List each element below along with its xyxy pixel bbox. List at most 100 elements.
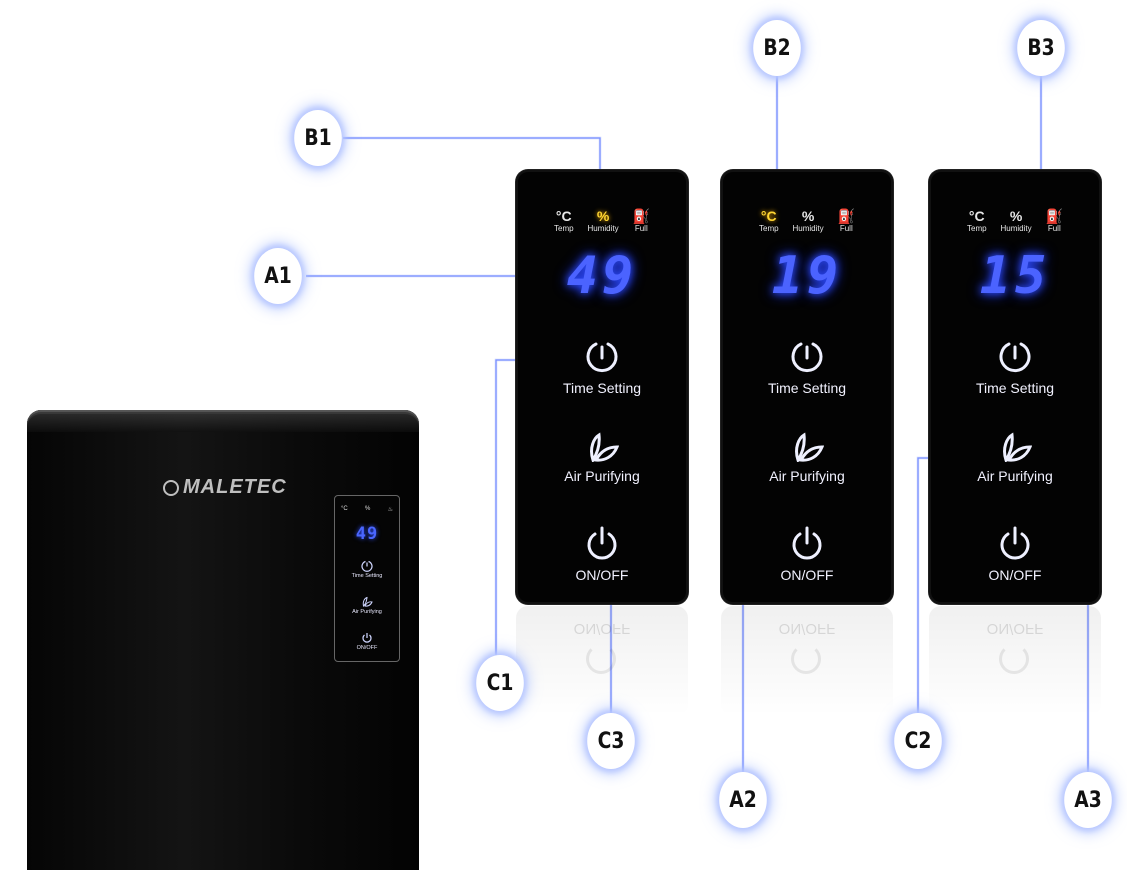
water-tank-icon: ⛽ [1045, 208, 1063, 224]
air-purifying-label: Air Purifying [977, 468, 1053, 484]
panel-reflection: ON/OFF [721, 606, 893, 716]
indicator-full: ⛽ Full [1046, 208, 1063, 233]
full-label: Full [634, 224, 648, 233]
brand-logo: MALETEC [163, 476, 287, 499]
temp-symbol: °C [760, 208, 777, 224]
leaf-icon [795, 432, 824, 462]
mini-display: 49 [355, 524, 379, 544]
mini-indicators: °C % ♨ [341, 506, 393, 513]
mini-humidity-symbol: % [365, 506, 371, 512]
indicator-temp: °C Temp [967, 208, 987, 233]
mini-leaf-icon [362, 596, 373, 608]
time-setting-label: Time Setting [975, 380, 1055, 396]
power-icon [792, 526, 822, 560]
indicator-row: °C Temp % Humidity ⛽ Full [967, 208, 1063, 233]
temp-label: Temp [967, 224, 987, 233]
mini-time-label: Time Setting [351, 573, 383, 579]
callout-b1: B1 [294, 110, 342, 166]
indicator-humidity: % Humidity [1001, 208, 1032, 233]
time-setting-button[interactable]: Time Setting [929, 338, 1101, 396]
callout-c3: C3 [587, 713, 635, 769]
indicator-humidity: % Humidity [793, 208, 824, 233]
callout-c2: C2 [894, 713, 942, 769]
mini-temp-symbol: °C [341, 506, 348, 512]
temp-symbol: °C [555, 208, 572, 224]
panel-reflection: ON/OFF [929, 606, 1101, 716]
time-setting-button[interactable]: Time Setting [721, 338, 893, 396]
mini-power-button[interactable]: ON/OFF [335, 632, 399, 651]
reflection-power-icon [586, 644, 616, 674]
indicator-temp: °C Temp [554, 208, 574, 233]
air-purifying-button[interactable]: Air Purifying [721, 432, 893, 484]
mini-time-button[interactable]: Time Setting [335, 560, 399, 579]
humidity-symbol: % [801, 208, 815, 224]
brand-mark-icon [163, 479, 179, 496]
temp-label: Temp [554, 224, 574, 233]
temp-label: Temp [759, 224, 779, 233]
dehumidifier-body: MALETEC °C % ♨ 49 Time Setting Air Purif… [27, 410, 419, 870]
time-setting-label: Time Setting [562, 380, 642, 396]
full-label: Full [1047, 224, 1061, 233]
indicator-row: °C Temp % Humidity ⛽ Full [554, 208, 650, 233]
humidity-symbol: % [1009, 208, 1023, 224]
water-tank-icon: ⛽ [632, 208, 650, 224]
digital-display: 15 [979, 246, 1051, 306]
timer-icon [586, 342, 618, 373]
power-icon [1000, 526, 1030, 560]
power-button[interactable]: ON/OFF [516, 525, 688, 583]
callout-c1: C1 [476, 655, 524, 711]
callout-a1: A1 [254, 248, 302, 304]
air-purifying-button[interactable]: Air Purifying [516, 432, 688, 484]
timer-icon [791, 342, 823, 373]
humidity-label: Humidity [1000, 224, 1032, 233]
humidity-label: Humidity [587, 224, 619, 233]
indicator-row: °C Temp % Humidity ⛽ Full [759, 208, 855, 233]
control-panel-3: °C Temp % Humidity ⛽ Full 15 Time Settin… [929, 170, 1101, 604]
power-button[interactable]: ON/OFF [721, 525, 893, 583]
mini-purify-label: Air Purifying [352, 609, 382, 615]
timer-icon [999, 342, 1031, 373]
leaf-icon [590, 432, 619, 462]
callout-a2: A2 [719, 772, 767, 828]
digital-display: 49 [566, 246, 638, 306]
water-tank-icon: ⛽ [837, 208, 855, 224]
air-purifying-label: Air Purifying [769, 468, 845, 484]
power-icon [587, 526, 617, 560]
full-label: Full [839, 224, 853, 233]
brand-name: MALETEC [183, 476, 287, 498]
mini-control-panel: °C % ♨ 49 Time Setting Air Purifying ON/… [334, 495, 400, 662]
indicator-full: ⛽ Full [838, 208, 855, 233]
power-button[interactable]: ON/OFF [929, 525, 1101, 583]
mini-power-icon [362, 633, 372, 643]
indicator-temp: °C Temp [759, 208, 779, 233]
digital-display: 19 [771, 246, 843, 306]
reflection-label: ON/OFF [778, 620, 836, 637]
power-label: ON/OFF [780, 567, 834, 583]
device-top-edge [27, 410, 419, 432]
air-purifying-button[interactable]: Air Purifying [929, 432, 1101, 484]
callout-b3: B3 [1017, 20, 1065, 76]
indicator-full: ⛽ Full [633, 208, 650, 233]
humidity-symbol: % [596, 208, 610, 224]
callout-b2: B2 [753, 20, 801, 76]
mini-purify-button[interactable]: Air Purifying [335, 596, 399, 615]
mini-full-symbol: ♨ [387, 507, 393, 513]
mini-power-label: ON/OFF [356, 645, 378, 651]
reflection-label: ON/OFF [986, 620, 1044, 637]
indicator-humidity: % Humidity [588, 208, 619, 233]
mini-timer-icon [361, 560, 373, 572]
power-label: ON/OFF [575, 567, 629, 583]
time-setting-label: Time Setting [767, 380, 847, 396]
humidity-label: Humidity [792, 224, 824, 233]
control-panel-2: °C Temp % Humidity ⛽ Full 19 Time Settin… [721, 170, 893, 604]
air-purifying-label: Air Purifying [564, 468, 640, 484]
reflection-power-icon [791, 644, 821, 674]
reflection-label: ON/OFF [573, 620, 631, 637]
leaf-icon [1003, 432, 1032, 462]
callout-a3: A3 [1064, 772, 1112, 828]
control-panel-1: °C Temp % Humidity ⛽ Full 49 Time Settin… [516, 170, 688, 604]
power-label: ON/OFF [988, 567, 1042, 583]
time-setting-button[interactable]: Time Setting [516, 338, 688, 396]
temp-symbol: °C [968, 208, 985, 224]
